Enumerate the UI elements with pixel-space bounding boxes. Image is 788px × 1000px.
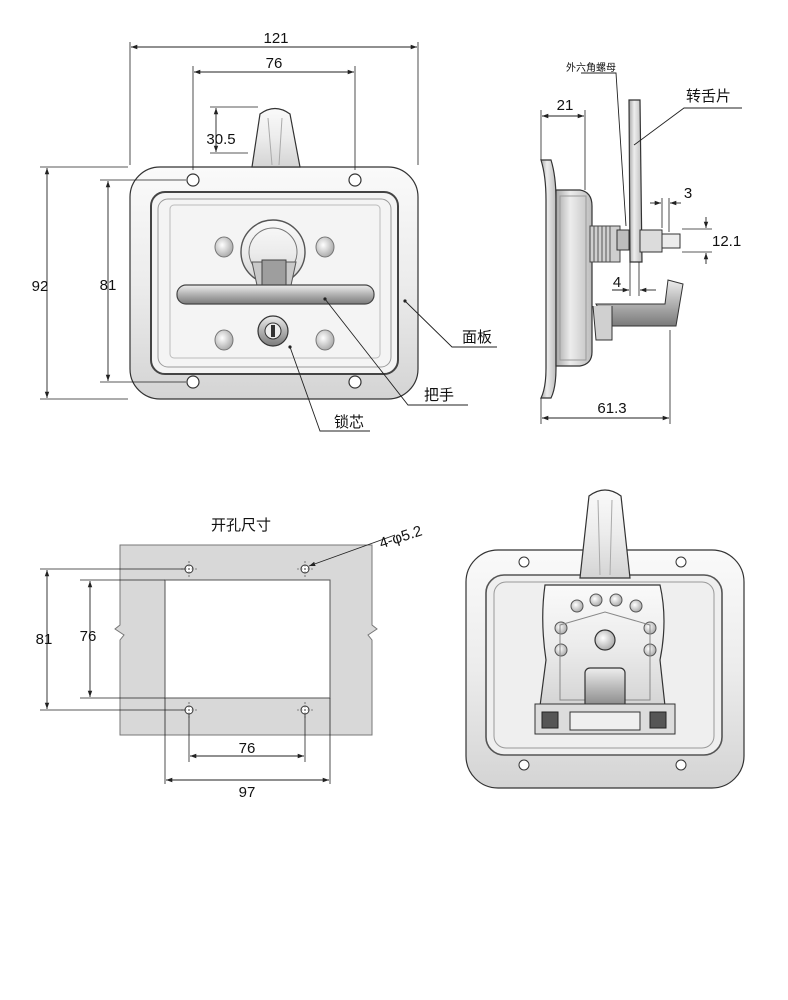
cutout-dim-hole-v: 81: [36, 631, 53, 648]
rear-cam-holes: [554, 593, 657, 657]
side-flange: [540, 159, 557, 399]
label-hex-nut: 外六角螺母: [566, 62, 616, 74]
dim-tab-offset: 30.5: [206, 131, 235, 148]
dim-overall-height: 92: [32, 278, 49, 295]
dim-total-depth: 61.3: [597, 400, 626, 417]
cutout-dim-hole-h: 76: [239, 740, 256, 757]
label-panel: 面板: [462, 328, 492, 346]
front-leaders: 面板 把手 锁芯: [288, 297, 497, 432]
dim-depth-top: 21: [557, 97, 574, 114]
hole-callout: 4-φ5.2: [377, 523, 424, 553]
cutout-holes: [181, 561, 313, 718]
front-view: 121 76 30.5 92 81 面板 把手: [32, 30, 497, 432]
rear-mounting-holes: [518, 556, 687, 771]
front-dims: 121 76 30.5 92 81: [32, 30, 419, 400]
handle-pivot: [240, 219, 306, 291]
rear-view: [465, 489, 745, 789]
side-turn-tab: [628, 99, 643, 263]
mounting-holes: [186, 173, 362, 389]
cutout-view: 开孔尺寸 4-φ5.2 81 76: [36, 516, 425, 801]
cutout-opening: [164, 579, 331, 699]
side-body: [555, 189, 593, 367]
dim-hole-spacing-h: 76: [266, 55, 283, 72]
hex-nut: [616, 229, 630, 251]
cutout-dim-width: 97: [239, 784, 256, 801]
dim-overall-width: 121: [263, 30, 288, 47]
dim-tab-height: 12.1: [712, 233, 741, 250]
turn-tab-top: [251, 107, 301, 168]
lock-core: [257, 315, 289, 347]
dim-tab-thickness: 3: [684, 185, 692, 202]
dim-hole-spacing-v: 81: [100, 277, 117, 294]
panel-dimples: [214, 236, 335, 351]
cutout-title: 开孔尺寸: [211, 516, 271, 534]
side-view: 外六角螺母 转舌片 21 3 12.1 4 61.3: [540, 62, 742, 424]
label-turn-tab: 转舌片: [686, 87, 731, 105]
rear-turn-tab: [579, 489, 631, 579]
handle-bar: [176, 284, 375, 305]
dim-gap: 4: [613, 274, 621, 291]
label-lock-core: 锁芯: [334, 413, 364, 431]
label-handle: 把手: [424, 386, 454, 404]
cutout-dim-height: 76: [80, 628, 97, 645]
